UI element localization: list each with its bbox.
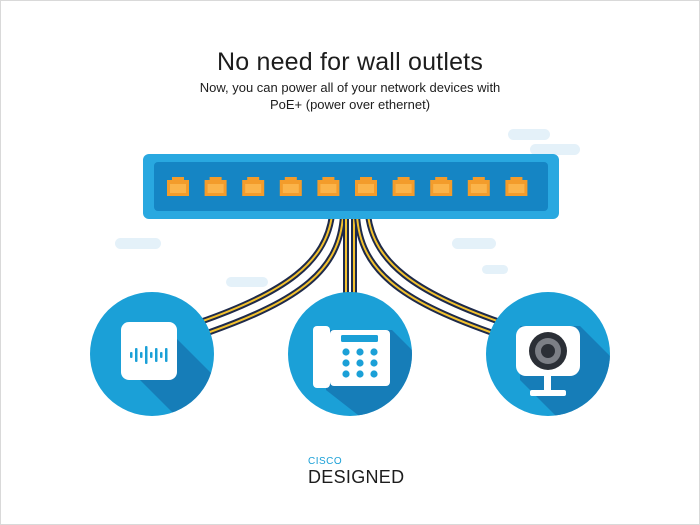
keypad-key [370, 348, 378, 356]
ethernet-port [279, 177, 302, 196]
device-ip-camera [486, 292, 610, 416]
ethernet-port [430, 177, 453, 196]
cable-right [354, 212, 503, 335]
keypad-key [356, 359, 364, 367]
ethernet-port [467, 177, 490, 196]
cable-center [343, 212, 357, 303]
keypad-key [356, 348, 364, 356]
camera-icon [516, 326, 580, 396]
ethernet-port [204, 177, 227, 196]
cable-left [197, 212, 346, 335]
poe-cables [197, 212, 503, 335]
ethernet-port [242, 177, 265, 196]
device-access-point [90, 292, 214, 416]
phone-icon [313, 326, 390, 388]
cloud [530, 144, 580, 155]
subtitle-line-1: Now, you can power all of your network d… [199, 80, 501, 95]
keypad-key [342, 370, 350, 378]
access-point-icon [121, 322, 177, 380]
keypad-key [356, 370, 364, 378]
ethernet-port [392, 177, 415, 196]
page-subtitle: Now, you can power all of your network d… [150, 79, 550, 113]
keypad-key [370, 359, 378, 367]
device-ip-phone [288, 292, 412, 416]
cloud [115, 238, 161, 249]
cloud [452, 238, 496, 249]
brand-bottom-text: DESIGNED [308, 467, 405, 487]
ethernet-port [355, 177, 377, 196]
page-title: No need for wall outlets [216, 48, 484, 76]
ethernet-port [317, 177, 340, 196]
keypad-key [342, 359, 350, 367]
switch-panel [154, 162, 548, 211]
ethernet-port [505, 177, 528, 196]
keypad-key [342, 348, 350, 356]
brand-logo: CISCO DESIGNED [308, 456, 405, 488]
brand-top-text: CISCO [308, 456, 343, 467]
subtitle-line-2: PoE+ (power over ethernet) [269, 97, 431, 112]
switch-ports [167, 177, 528, 196]
cloud [508, 129, 550, 140]
background-clouds [115, 129, 580, 287]
keypad-key [370, 370, 378, 378]
ethernet-port [167, 177, 189, 196]
cloud [482, 265, 508, 274]
network-switch [143, 154, 559, 219]
cloud [226, 277, 268, 287]
